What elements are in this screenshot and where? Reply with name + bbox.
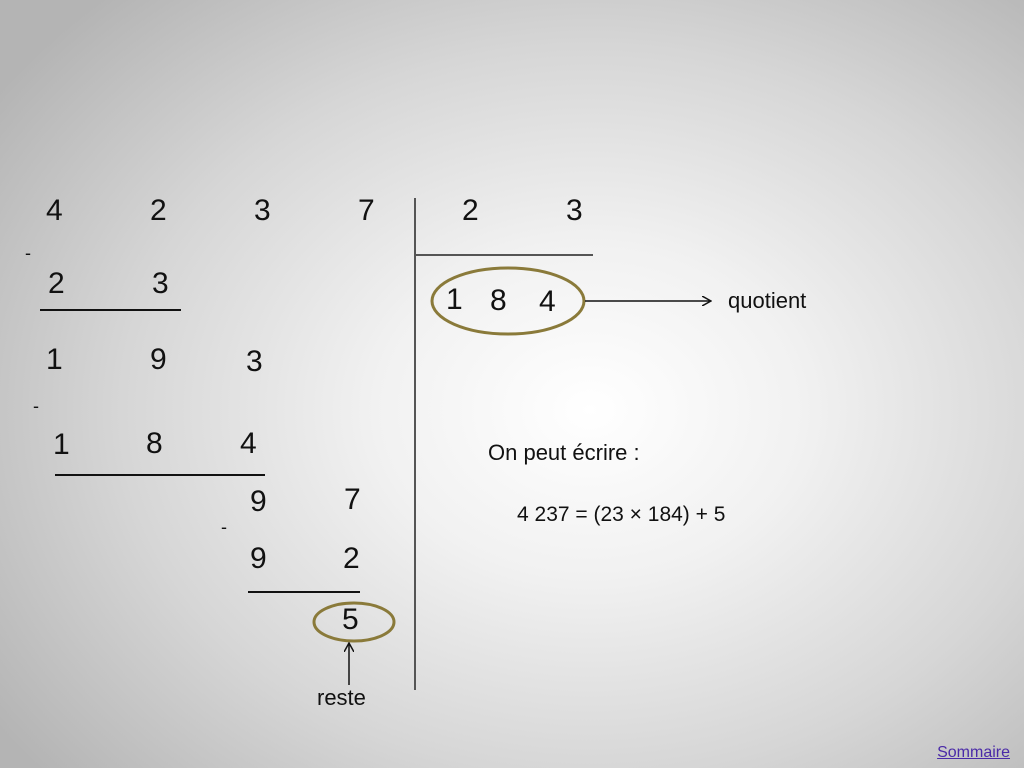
step2-result-digit: 9	[250, 485, 267, 518]
step1-subtrahend-digit: 2	[48, 267, 65, 300]
quotient-label: quotient	[728, 288, 807, 313]
dividend-digit: 3	[254, 194, 271, 227]
step1-subtrahend-digit: 3	[152, 267, 169, 300]
minus-sign: -	[25, 243, 31, 263]
divisor-digit: 2	[462, 194, 479, 227]
step2-subtrahend-digit: 8	[146, 427, 163, 460]
minus-sign: -	[33, 396, 39, 416]
conclusion-intro: On peut écrire :	[488, 440, 640, 465]
step1-result-digit: 9	[150, 343, 167, 376]
step2-result-digit: 7	[344, 483, 361, 516]
minus-sign: -	[221, 517, 227, 537]
step1-result-digit: 3	[246, 345, 263, 378]
step3-subtrahend-digit: 2	[343, 542, 360, 575]
quotient-digit: 8	[490, 284, 507, 317]
remainder-highlight-ellipse	[312, 601, 396, 643]
dividend-digit: 4	[46, 194, 63, 227]
quotient-digit: 1	[446, 283, 463, 316]
quotient-highlight-ellipse	[430, 266, 586, 336]
remainder-label: reste	[317, 685, 366, 710]
remainder-digit: 5	[342, 603, 359, 636]
dividend-digit: 7	[358, 194, 375, 227]
step1-result-digit: 1	[46, 343, 63, 376]
summary-link[interactable]: Sommaire	[937, 744, 1010, 761]
dividend-digit: 2	[150, 194, 167, 227]
step3-subtrahend-digit: 9	[250, 542, 267, 575]
quotient-digit: 4	[539, 285, 556, 318]
step2-subtrahend-digit: 1	[53, 428, 70, 461]
conclusion-equation: 4 237 = (23 × 184) + 5	[517, 503, 726, 526]
step2-subtrahend-digit: 4	[240, 427, 257, 460]
divisor-digit: 3	[566, 194, 583, 227]
